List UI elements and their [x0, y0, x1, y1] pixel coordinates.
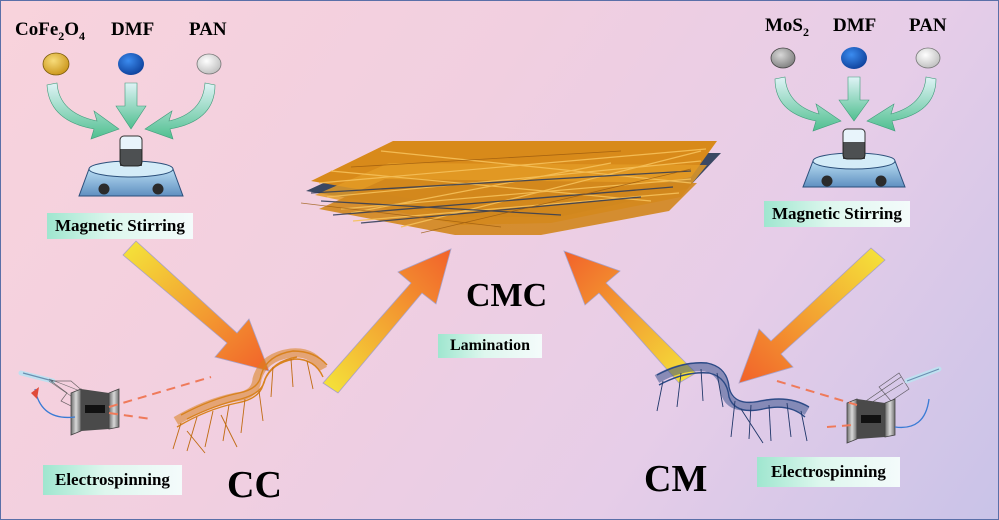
cmc-label: CMC	[466, 277, 548, 314]
pan-label-left: PAN	[189, 19, 227, 40]
cofe2o4-dot	[42, 52, 70, 76]
electrospinning-label-left: Electrospinning	[43, 465, 182, 495]
mix-arrow-right-2	[838, 76, 870, 122]
dmf-label-left: DMF	[111, 19, 155, 40]
dmf-label-right: DMF	[833, 15, 877, 36]
mos2-dot	[770, 47, 796, 69]
electrospinning-label-right: Electrospinning	[757, 457, 900, 487]
dmf-dot-left	[118, 53, 144, 75]
lamination-label: Lamination	[438, 334, 543, 358]
electrospinning-setup-right-icon	[776, 366, 942, 444]
cc-label: CC	[227, 464, 282, 506]
mix-arrow-right-3	[866, 76, 937, 132]
magnetic-stirrer-right-icon	[802, 128, 906, 188]
arrow-stirring-to-cm	[738, 247, 886, 384]
arrow-cm-to-cmc	[563, 250, 697, 384]
pan-label-right: PAN	[909, 15, 947, 36]
magnetic-stirrer-left-icon	[78, 135, 184, 197]
cofe2o4-label: CoFe2O4	[15, 19, 86, 43]
magnetic-stirring-label-left: Magnetic Stirring	[47, 213, 193, 239]
cm-label: CM	[644, 458, 708, 500]
mix-arrow-left-1	[46, 82, 120, 140]
pan-dot-right	[915, 47, 941, 69]
mos2-label: MoS2	[765, 15, 809, 39]
electrospinning-setup-left-icon	[18, 370, 212, 436]
cc-fiber-mat-image	[172, 348, 328, 454]
magnetic-stirring-label-right: Magnetic Stirring	[764, 201, 910, 227]
mix-arrow-left-3	[144, 82, 216, 140]
pan-dot-left	[196, 53, 222, 75]
mix-arrow-right-1	[774, 76, 842, 132]
arrow-cc-to-cmc	[322, 248, 452, 394]
mix-arrow-left-2	[115, 82, 147, 130]
cm-fiber-mat-image	[654, 362, 810, 444]
arrow-stirring-to-cc	[122, 240, 270, 372]
cmc-laminate-image	[300, 141, 721, 235]
dmf-dot-right	[841, 47, 867, 69]
